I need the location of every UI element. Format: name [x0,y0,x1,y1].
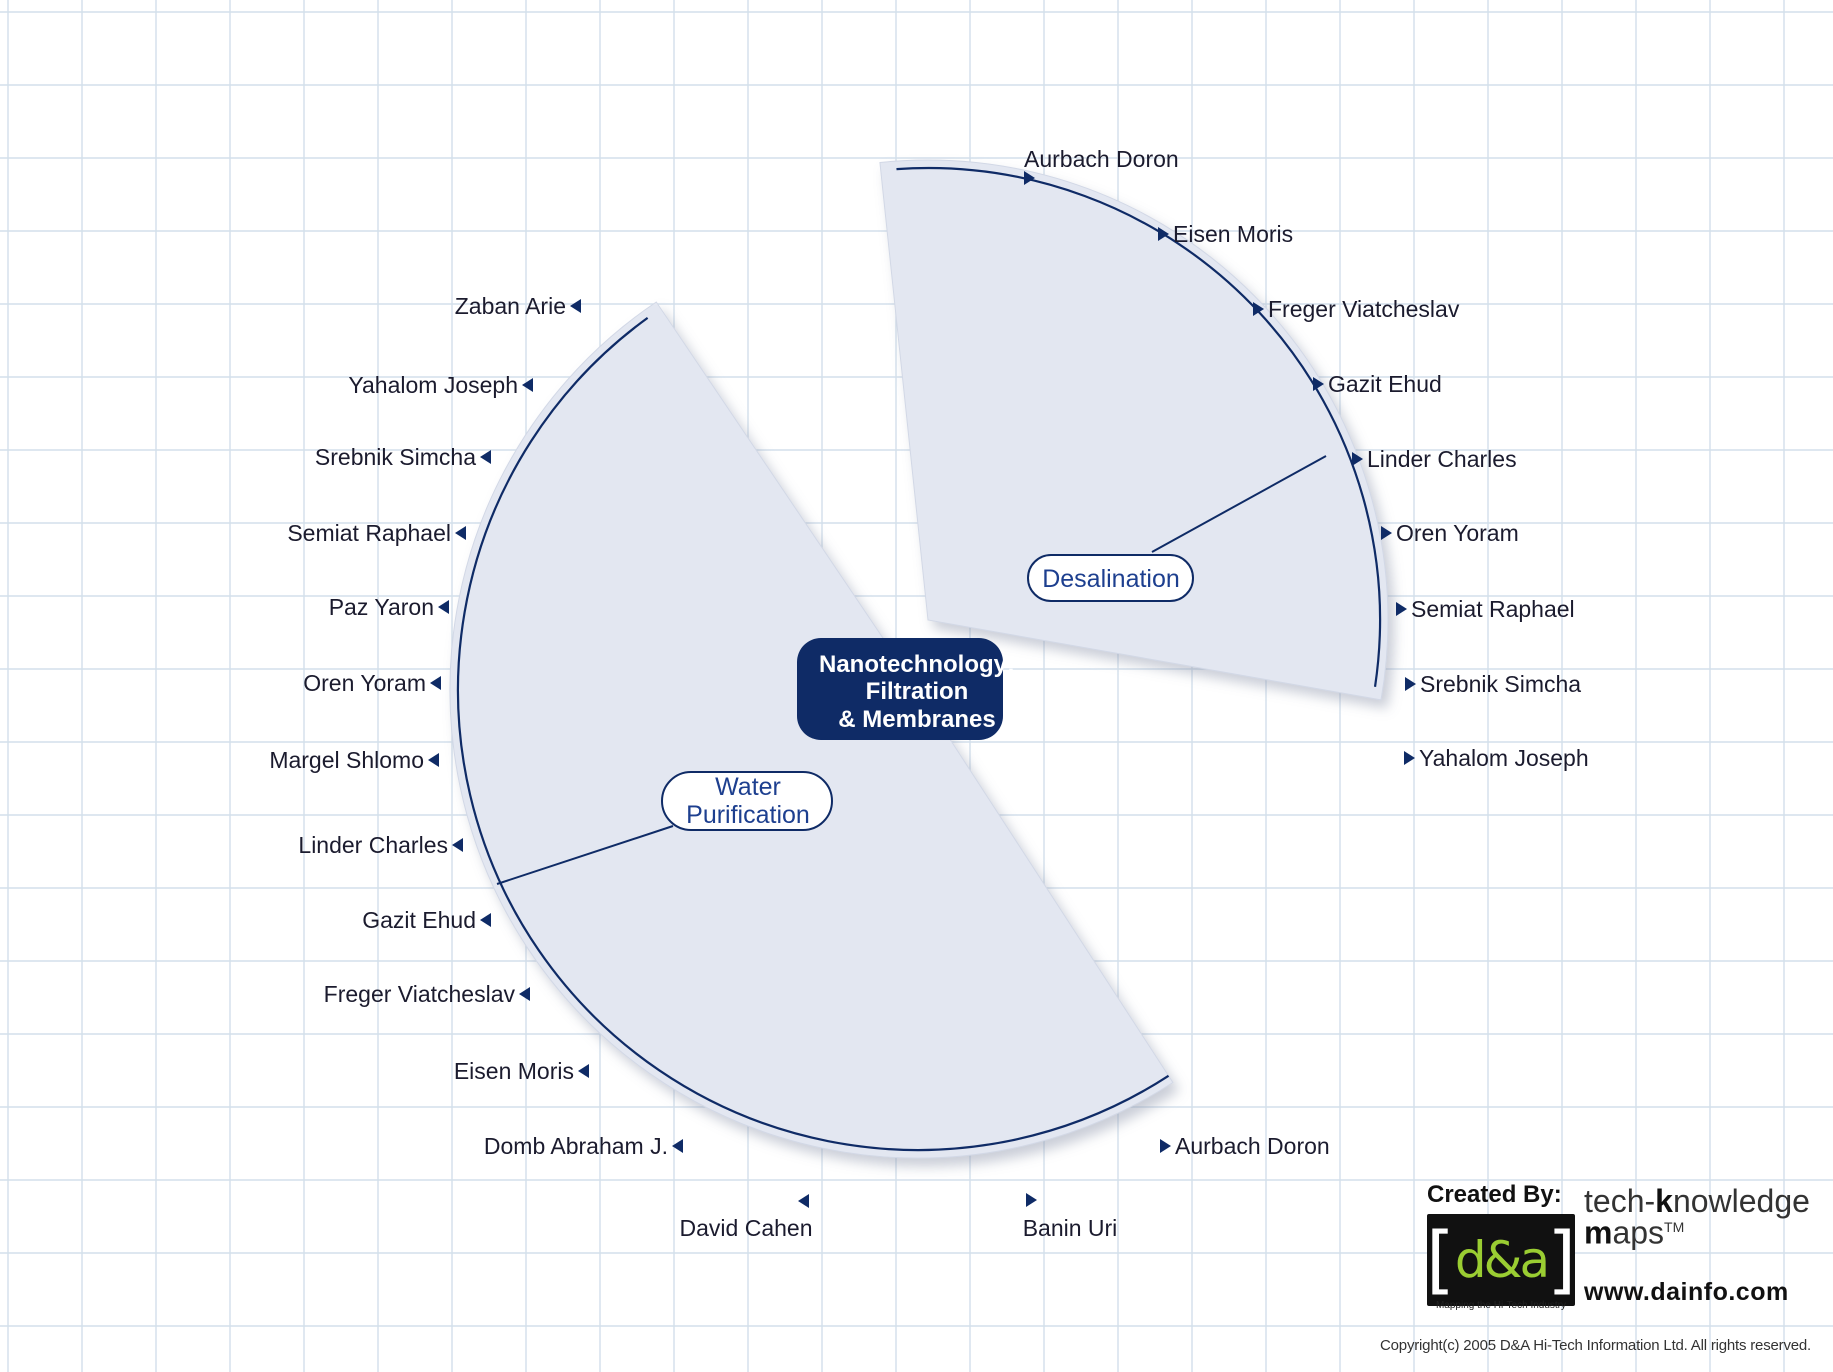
researcher-label[interactable]: Oren Yoram [303,670,426,696]
pointer-triangle-icon [1396,602,1407,616]
pointer-triangle-icon [570,299,581,313]
pointer-triangle-icon [430,676,441,690]
researcher-label[interactable]: Linder Charles [1367,446,1517,472]
dna-logo-text: d&a [1454,1231,1550,1289]
researcher-label[interactable]: Margel Shlomo [269,747,424,773]
website-link[interactable]: www.dainfo.com [1584,1278,1789,1306]
researcher-label[interactable]: Zaban Arie [455,293,566,319]
pointer-triangle-icon [519,987,530,1001]
desalination-arc [896,166,1382,687]
researcher-label[interactable]: Domb Abraham J. [484,1133,668,1159]
researcher-label[interactable]: Eisen Moris [1173,221,1293,247]
researcher-label[interactable]: Freger Viatcheslav [324,981,516,1007]
pointer-triangle-icon [1024,171,1035,185]
pointer-triangle-icon [1381,526,1392,540]
water-label-line-2: Purification [686,801,810,829]
researcher-label[interactable]: Aurbach Doron [1175,1133,1330,1159]
tech-knowledge-maps-logo: tech-knowledge mapsTM [1584,1183,1810,1251]
pointer-triangle-icon [672,1139,683,1153]
pointer-triangle-icon [1160,1139,1171,1153]
copyright-notice: Copyright(c) 2005 D&A Hi-Tech Informatio… [1380,1337,1811,1354]
dna-logo: [d&a] [1426,1214,1576,1306]
logo-tagline: Mapping the Hi-Tech Industry [1435,1300,1567,1311]
created-by-label: Created By: [1427,1181,1562,1208]
pointer-triangle-icon [1405,677,1416,691]
water-label-line-1: Water [715,773,781,801]
researcher-label[interactable]: Linder Charles [298,832,448,858]
center-line-2: Filtration [866,678,969,705]
researcher-label[interactable]: Yahalom Joseph [1419,745,1589,771]
researcher-label[interactable]: Banin Uri [1023,1215,1118,1241]
researcher-label[interactable]: Srebnik Simcha [1420,671,1581,697]
pointer-triangle-icon [428,753,439,767]
pointer-triangle-icon [480,450,491,464]
researcher-label[interactable]: Aurbach Doron [1024,146,1179,172]
pointer-triangle-icon [1026,1193,1037,1207]
water-connector-line [496,825,674,885]
center-topic-node[interactable]: Nanotechnology: Filtration & Membranes [797,638,1015,740]
water-purification-node[interactable]: Water Purification [661,771,833,831]
pointer-triangle-icon [455,526,466,540]
researcher-label[interactable]: Yahalom Joseph [348,372,518,398]
pointer-triangle-icon [1352,452,1363,466]
desalination-node[interactable]: Desalination [1027,554,1194,602]
pointer-triangle-icon [452,838,463,852]
center-line-1: Nanotechnology: [819,651,1015,678]
pointer-triangle-icon [578,1064,589,1078]
researcher-label[interactable]: Eisen Moris [454,1058,574,1084]
water-purification-arc [456,316,1170,1152]
researcher-label[interactable]: Oren Yoram [1396,520,1519,546]
desalination-label: Desalination [1042,565,1180,593]
researcher-label[interactable]: David Cahen [680,1215,813,1241]
pointer-triangle-icon [798,1194,809,1208]
pointer-triangle-icon [1313,377,1324,391]
pointer-triangle-icon [522,378,533,392]
pointer-triangle-icon [1404,751,1415,765]
pointer-triangle-icon [438,600,449,614]
researcher-label[interactable]: Gazit Ehud [1328,371,1442,397]
researcher-label[interactable]: Gazit Ehud [362,907,476,933]
center-line-3: & Membranes [838,706,995,733]
desalination-connector-line [1151,455,1327,553]
researcher-label[interactable]: Semiat Raphael [1411,596,1575,622]
researcher-label[interactable]: Freger Viatcheslav [1268,296,1460,322]
pointer-triangle-icon [1253,302,1264,316]
researcher-label[interactable]: Paz Yaron [329,594,434,620]
pointer-triangle-icon [1158,227,1169,241]
researcher-label[interactable]: Srebnik Simcha [315,444,476,470]
pointer-triangle-icon [480,913,491,927]
desalination-sector [879,159,1389,701]
researcher-label[interactable]: Semiat Raphael [287,520,451,546]
